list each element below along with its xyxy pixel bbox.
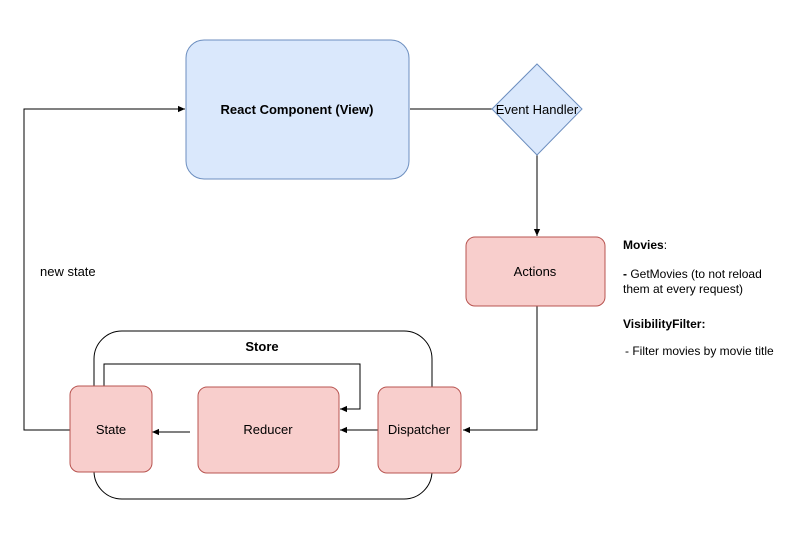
store-label: Store bbox=[245, 339, 278, 354]
dispatcher-node[interactable] bbox=[377, 386, 462, 474]
visibility-filter-note: VisibilityFilter: - Filter movies by mov… bbox=[623, 317, 803, 359]
dispatcher-label: Dispatcher bbox=[388, 422, 451, 437]
movies-title: Movies: bbox=[623, 238, 668, 252]
visibility-filter-title: VisibilityFilter: bbox=[623, 317, 706, 331]
visibility-filter-item: - Filter movies by movie title bbox=[625, 344, 774, 358]
actions-label: Actions bbox=[514, 264, 557, 279]
event-handler-label: Event Handler bbox=[496, 102, 579, 117]
react-component-node[interactable] bbox=[185, 39, 410, 180]
react-component-label: React Component (View) bbox=[221, 102, 374, 117]
edge-state-to-reducer-loop bbox=[103, 363, 361, 413]
actions-node[interactable] bbox=[465, 236, 606, 307]
state-label: State bbox=[96, 422, 126, 437]
new-state-label-bg bbox=[32, 262, 104, 280]
new-state-label: new state bbox=[40, 264, 96, 279]
movies-note: Movies: - GetMovies (to not reload them … bbox=[623, 238, 803, 297]
edge-actions-to-dispatcher bbox=[463, 306, 538, 434]
event-handler-node[interactable] bbox=[491, 63, 583, 156]
reducer-node[interactable] bbox=[197, 386, 340, 474]
movies-item-cont: them at every request) bbox=[623, 282, 744, 296]
edge-state-to-view bbox=[23, 105, 185, 431]
reducer-label: Reducer bbox=[243, 422, 293, 437]
movies-item: - GetMovies (to not reload bbox=[623, 267, 762, 281]
state-node[interactable] bbox=[69, 385, 153, 473]
